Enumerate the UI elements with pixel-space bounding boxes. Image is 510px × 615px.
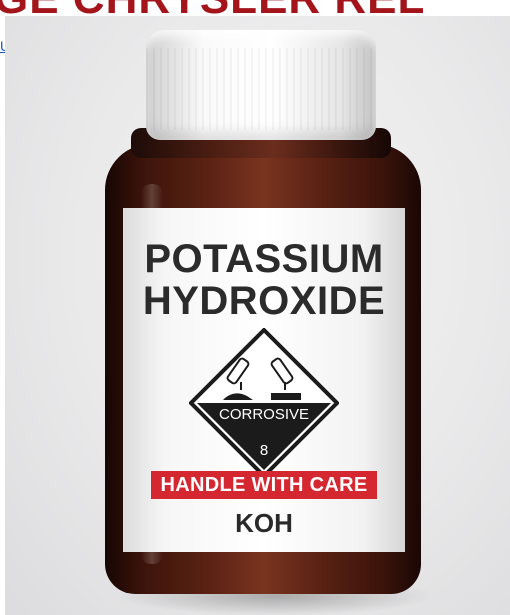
handle-with-care-banner: HANDLE WITH CARE (151, 471, 377, 499)
hazard-class-number: 8 (259, 442, 269, 459)
chemical-formula: KOH (235, 508, 293, 538)
product-photo: POTASSIUM HYDROXIDE CORROSIVE 8 HANDLE W… (5, 16, 510, 615)
corrosive-diamond-icon (189, 328, 339, 478)
top-banner-text: GE CHRYSLER REL (0, 0, 425, 16)
cap-ribs (146, 48, 376, 130)
bottle-cap (146, 30, 376, 140)
edge-link[interactable]: U (0, 38, 5, 54)
bottle-label: POTASSIUM HYDROXIDE CORROSIVE 8 HANDLE W… (123, 208, 405, 552)
label-title-line2: HYDROXIDE (142, 279, 386, 323)
label-title-line1: POTASSIUM (144, 237, 384, 281)
hazard-label: CORROSIVE (218, 406, 309, 423)
top-banner: GE CHRYSLER REL (0, 0, 510, 16)
